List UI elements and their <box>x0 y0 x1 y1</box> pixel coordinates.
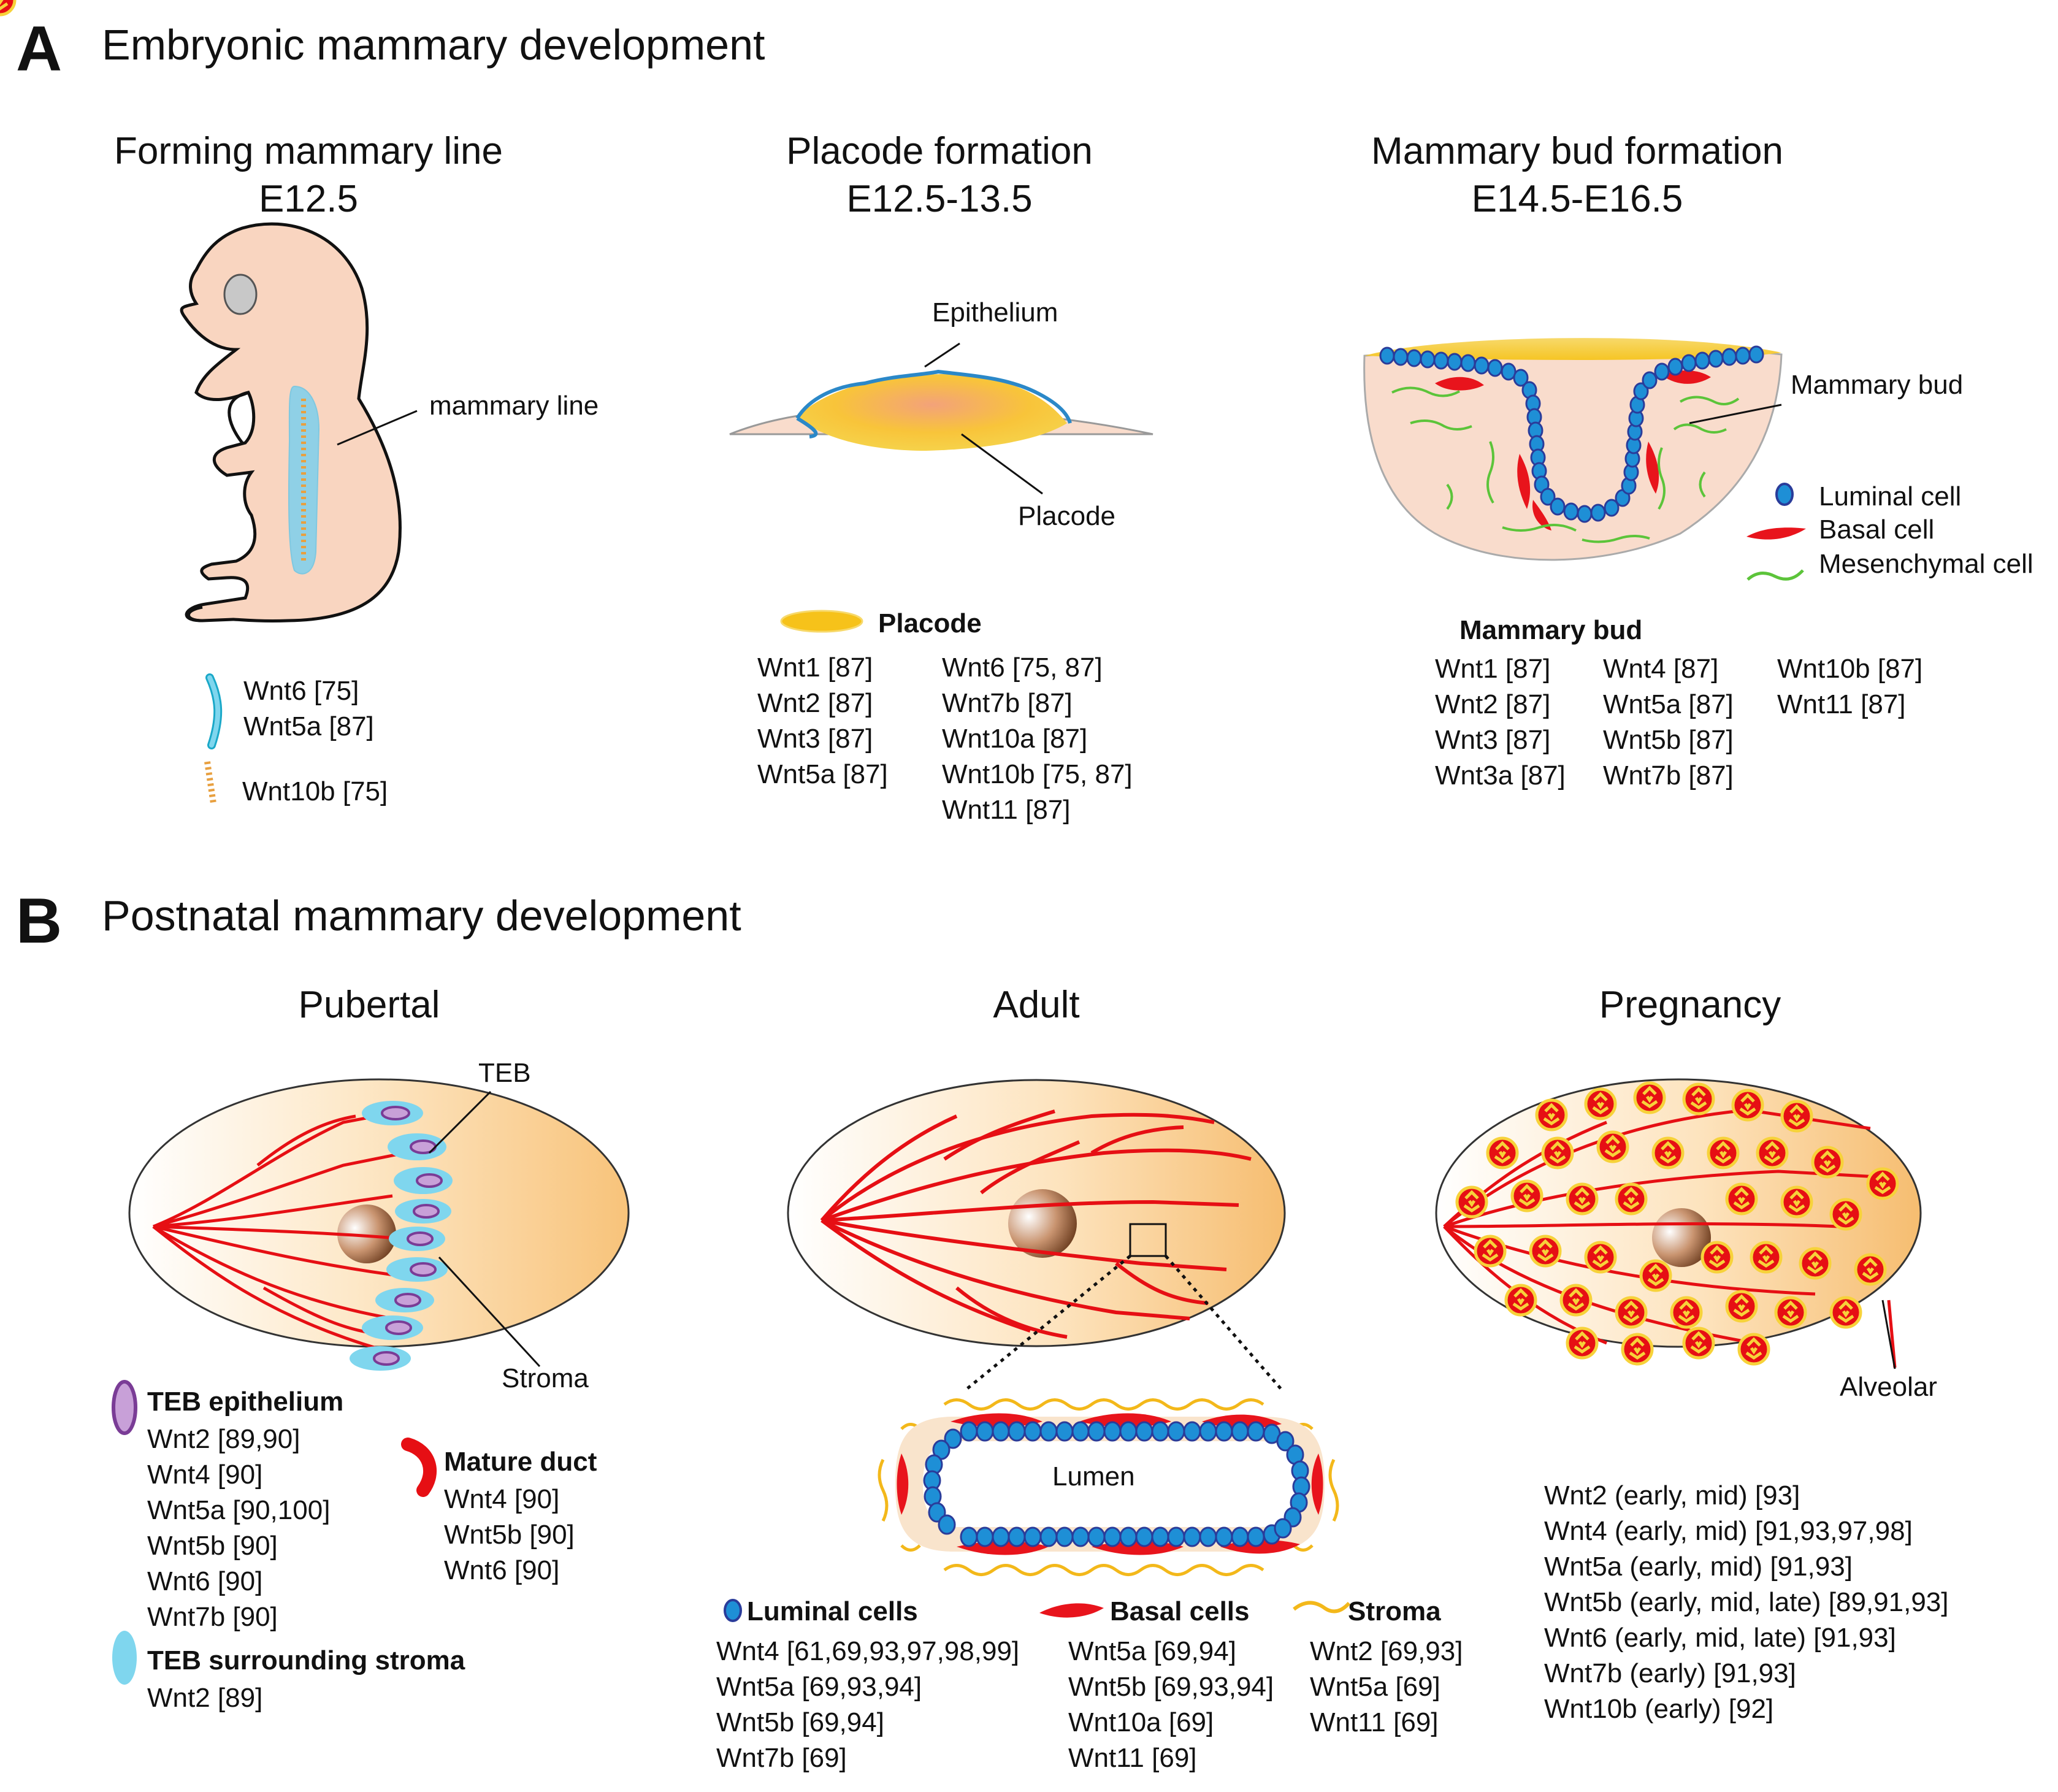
pregnancy-list: Wnt2 (early, mid) [93]Wnt4 (early, mid) … <box>1544 1480 1949 1724</box>
embryo-illustration <box>180 222 418 623</box>
mesenchymal-cell-icon <box>1746 569 1804 581</box>
pubertal-illustration <box>128 1078 630 1371</box>
luminal-cells-list: Wnt4 [61,69,93,97,98,99]Wnt5a [69,93,94]… <box>716 1636 1020 1773</box>
teb-stroma-list: Wnt2 [89] <box>147 1683 263 1713</box>
mesenchymal-cell-label: Mesenchymal cell <box>1819 549 2033 579</box>
teb-stroma-title: TEB surrounding stroma <box>147 1645 465 1675</box>
stroma-label: Stroma <box>502 1363 589 1393</box>
teb-label: TEB <box>478 1058 531 1088</box>
stroma-list: Wnt2 [69,93]Wnt5a [69] Wnt11 [69] <box>1310 1636 1463 1737</box>
bud-col1: Wnt1 [87]Wnt2 [87] Wnt3 [87]Wnt3a [87] <box>1435 654 1566 791</box>
luminal-cells-icon <box>724 1599 742 1622</box>
placode-col1: Wnt1 [87]Wnt2 [87] Wnt3 [87]Wnt5a [87] <box>757 653 888 789</box>
placode-col2: Wnt6 [75, 87]Wnt7b [87] Wnt10a [87]Wnt10… <box>942 653 1133 825</box>
basal-cells-list: Wnt5a [69,94]Wnt5b [69,93,94] Wnt10a [69… <box>1068 1636 1274 1773</box>
stroma-icon <box>1293 1601 1351 1614</box>
adult-illustration <box>787 1079 1339 1576</box>
mammary-bud-illustration <box>1363 338 1783 561</box>
panel-b-letter: B <box>16 886 63 957</box>
luminal-cell-icon <box>1775 483 1794 506</box>
panel-a-letter: A <box>16 13 63 85</box>
stroma-title: Stroma <box>1348 1596 1441 1626</box>
panel-b-title: Postnatal mammary development <box>102 892 741 940</box>
epithelium-line <box>795 369 1072 438</box>
mature-duct-list: Wnt4 [90]Wnt5b [90] Wnt6 [90] <box>444 1484 575 1585</box>
panel-a-title: Embryonic mammary development <box>102 21 765 69</box>
stage1-legend-line-1: Wnt6 [75]Wnt5a [87] <box>243 676 374 741</box>
adult-title: Adult <box>993 984 1080 1026</box>
teb-epithelium-list: Wnt2 [89,90]Wnt4 [90] Wnt5a [90,100]Wnt5… <box>147 1424 331 1632</box>
basal-cell-label: Basal cell <box>1819 515 1935 545</box>
stage1-legend-line-2: Wnt10b [75] <box>242 776 388 806</box>
lumen-label: Lumen <box>1052 1461 1135 1491</box>
luminal-cells-title: Luminal cells <box>747 1596 918 1626</box>
basal-cell-icon <box>1746 527 1806 540</box>
bud-col2: Wnt4 [87]Wnt5a [87] Wnt5b [87]Wnt7b [87] <box>1603 654 1734 791</box>
placode-illustration <box>729 342 1153 495</box>
zoom-box <box>1129 1223 1167 1257</box>
teb-epithelium-icon <box>112 1380 137 1435</box>
placode-legend-icon <box>780 610 863 633</box>
placode-legend-title: Placode <box>878 608 982 638</box>
epithelium-label: Epithelium <box>932 297 1058 327</box>
mammary-bud-label: Mammary bud <box>1791 370 1964 400</box>
mature-duct-icon <box>401 1438 437 1497</box>
orange-dashed-line-icon <box>204 761 216 804</box>
teb-stroma-icon <box>112 1631 137 1685</box>
mature-duct-title: Mature duct <box>444 1447 597 1477</box>
alveolar-label: Alveolar <box>1840 1372 1937 1402</box>
placode-label: Placode <box>1018 501 1116 531</box>
mammary-line-label: mammary line <box>429 391 599 421</box>
pubertal-title: Pubertal <box>298 984 440 1026</box>
luminal-cell-chain <box>1379 345 1764 523</box>
teb-epithelium-title: TEB epithelium <box>147 1387 344 1417</box>
luminal-cell-label: Luminal cell <box>1819 481 1962 511</box>
placode-shape <box>797 374 1067 451</box>
lumen-shape <box>923 1441 1297 1527</box>
pregnancy-title: Pregnancy <box>1599 984 1781 1026</box>
alveoli <box>0 0 1897 1364</box>
teb-cluster <box>350 1101 453 1371</box>
basal-cells-icon <box>1039 1603 1104 1618</box>
basal-cells-title: Basal cells <box>1110 1596 1250 1626</box>
embryo-eye-icon <box>223 274 258 315</box>
bud-col3: Wnt10b [87]Wnt11 [87] <box>1777 654 1923 719</box>
duct-cross-section <box>878 1398 1339 1576</box>
mammary-bud-legend-title: Mammary bud <box>1459 615 1643 645</box>
pregnancy-illustration <box>0 0 1922 1369</box>
